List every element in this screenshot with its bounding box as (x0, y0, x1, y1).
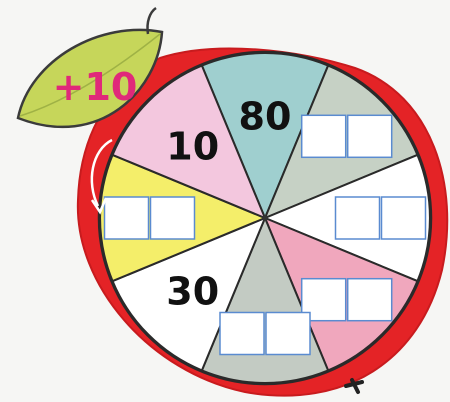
answer-box-bottom-right-2[interactable] (348, 279, 392, 321)
answer-box-top-right-2[interactable] (348, 115, 392, 157)
leaf-label: +10 (53, 65, 138, 109)
segment-number-bottom-left: 30 (166, 269, 219, 313)
answer-box-bottom-2[interactable] (266, 313, 310, 355)
answer-box-left-1[interactable] (105, 197, 149, 239)
answer-box-left-2[interactable] (151, 197, 195, 239)
wheel-hub (262, 215, 268, 221)
answer-box-right-2[interactable] (382, 197, 426, 239)
answer-box-right-1[interactable] (336, 197, 380, 239)
segment-number-top: 80 (239, 95, 292, 139)
answer-box-top-right-1[interactable] (302, 115, 346, 157)
segment-number-top-left: 10 (166, 125, 219, 169)
answer-box-bottom-1[interactable] (220, 313, 264, 355)
